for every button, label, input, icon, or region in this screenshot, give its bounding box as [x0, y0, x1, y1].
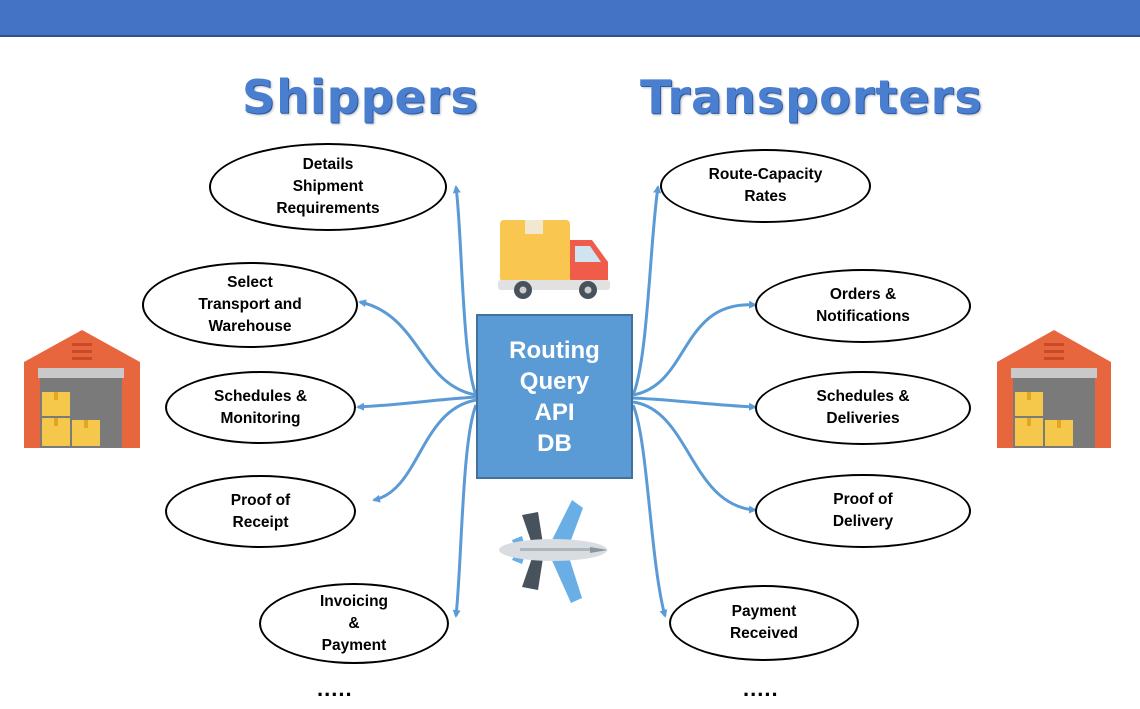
node-shipment-requirements: Details Shipment Requirements [209, 143, 447, 231]
warehouse-icon [24, 330, 140, 448]
node-proof-of-receipt: Proof of Receipt [165, 475, 356, 548]
node-transport-warehouse: Select Transport and Warehouse [142, 262, 358, 348]
header-bar [0, 0, 1140, 37]
connector-proof-of-delivery [632, 400, 757, 514]
truck-icon [498, 220, 610, 299]
node-route-capacity-rates: Route-Capacity Rates [660, 149, 871, 223]
node-payment-received: Payment Received [669, 585, 859, 661]
connector-schedules-deliveries [632, 396, 757, 411]
airplane-icon [499, 500, 608, 603]
warehouse-icon [997, 330, 1111, 448]
connector-shipment-requirements [452, 185, 478, 396]
node-orders-notifications: Orders & Notifications [755, 269, 971, 343]
routing-query-api-db-box: Routing Query API DB [476, 314, 633, 479]
connector-invoicing-payment [452, 404, 478, 618]
node-proof-of-delivery: Proof of Delivery [755, 474, 971, 548]
shippers-more-ellipsis: ..... [317, 676, 353, 701]
connector-transport-warehouse [358, 299, 477, 397]
connector-orders-notifications [632, 300, 757, 397]
connector-route-capacity [631, 185, 662, 396]
shippers-title: Shippers [242, 70, 479, 124]
connector-payment-received [631, 404, 668, 618]
node-schedules-deliveries: Schedules & Deliveries [755, 371, 971, 445]
node-schedules-monitoring: Schedules & Monitoring [165, 371, 356, 444]
transporters-more-ellipsis: ..... [743, 676, 779, 701]
connector-proof-of-receipt [372, 398, 477, 503]
connector-schedules-monitoring [356, 395, 477, 411]
node-invoicing-payment: Invoicing & Payment [259, 583, 449, 664]
transporters-title: Transporters [640, 70, 983, 124]
